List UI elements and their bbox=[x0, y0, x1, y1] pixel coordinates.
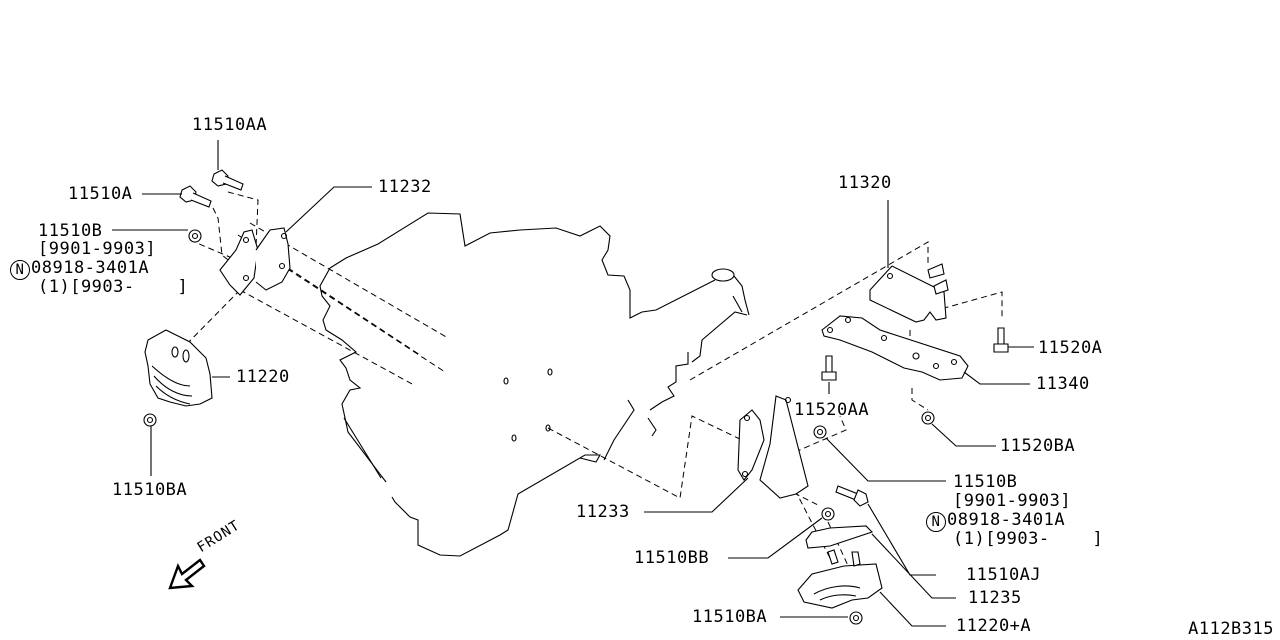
label-11232: 11232 bbox=[378, 177, 432, 197]
leader-lines bbox=[112, 140, 1034, 627]
label-11510BA-right: 11510BA bbox=[692, 607, 768, 627]
crossmember-11340 bbox=[821, 315, 969, 381]
bolt-11520AA bbox=[821, 355, 837, 381]
mount-11320 bbox=[869, 263, 949, 323]
label-11220: 11220 bbox=[236, 367, 290, 387]
label-11320: 11320 bbox=[838, 173, 892, 193]
engine-block bbox=[319, 212, 750, 557]
diagram-reference-code: A112B315 bbox=[1188, 619, 1274, 639]
nut-11510BA-left bbox=[143, 413, 157, 427]
label-08918-right: 08918-3401A bbox=[947, 510, 1066, 530]
label-11520AA: 11520AA bbox=[794, 400, 870, 420]
nut-11510BB bbox=[821, 507, 835, 521]
label-11510A: 11510A bbox=[68, 184, 133, 204]
label-11510AJ: 11510AJ bbox=[966, 565, 1042, 585]
nut-11510B-right bbox=[813, 425, 827, 439]
bracket-11233 bbox=[737, 395, 809, 499]
label-11520BA: 11520BA bbox=[1000, 436, 1076, 456]
label-11510B-left: 11510B bbox=[38, 221, 103, 241]
label-11510B-right-range: [9901-9903] bbox=[953, 491, 1072, 511]
note-n-icon: N bbox=[10, 260, 30, 280]
label-11510BB: 11510BB bbox=[634, 548, 710, 568]
label-08918-left-qty: (1)[9903- ] bbox=[38, 277, 189, 297]
label-08918-left: 08918-3401A bbox=[31, 258, 150, 278]
bolt-11510A bbox=[179, 185, 212, 208]
label-11340: 11340 bbox=[1036, 374, 1090, 394]
plate-11235 bbox=[805, 525, 874, 549]
front-arrow-icon bbox=[168, 558, 206, 590]
bolt-11510AA bbox=[211, 169, 244, 191]
label-11510BA-left: 11510BA bbox=[112, 480, 188, 500]
label-11510B-left-range: [9901-9903] bbox=[38, 239, 157, 259]
nut-11520BA bbox=[921, 411, 935, 425]
bracket-11232 bbox=[219, 227, 291, 296]
nut-11510BA-right bbox=[849, 611, 863, 625]
label-11510B-right: 11510B bbox=[953, 472, 1018, 492]
bolt-11510AJ bbox=[835, 485, 869, 507]
label-11520A: 11520A bbox=[1038, 338, 1103, 358]
mount-11220A bbox=[797, 549, 883, 609]
label-11233: 11233 bbox=[576, 502, 630, 522]
label-08918-right-qty: (1)[9903- ] bbox=[953, 529, 1104, 549]
label-11510AA-top: 11510AA bbox=[192, 115, 268, 135]
note-n-icon: N bbox=[926, 512, 946, 532]
mount-11220 bbox=[144, 329, 213, 407]
bolt-11520A bbox=[993, 327, 1009, 353]
nut-11510B-left bbox=[188, 229, 202, 243]
label-11235: 11235 bbox=[968, 588, 1022, 608]
label-11220A: 11220+A bbox=[956, 616, 1032, 636]
